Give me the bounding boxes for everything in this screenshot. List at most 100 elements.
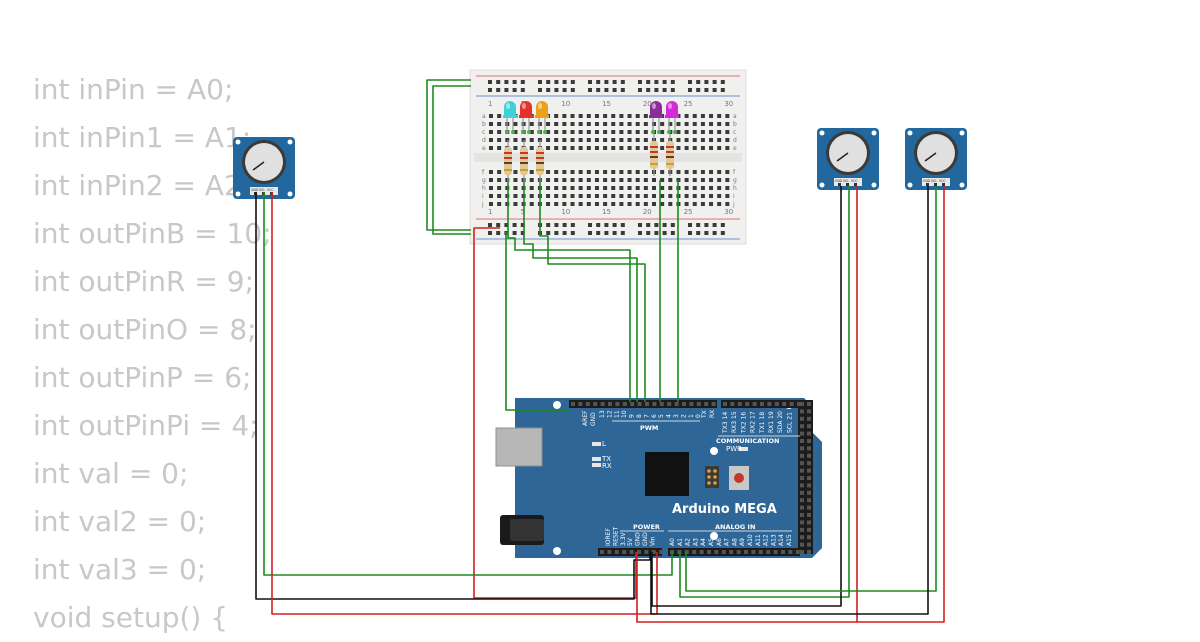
breadboard-hole[interactable] [717, 202, 722, 206]
rail-hole[interactable] [496, 88, 501, 92]
led[interactable] [535, 101, 549, 134]
breadboard-hole[interactable] [594, 202, 599, 206]
rail-hole[interactable] [688, 223, 692, 227]
breadboard-hole[interactable] [529, 186, 534, 190]
rail-hole[interactable] [712, 80, 717, 84]
breadboard-hole[interactable] [643, 114, 648, 118]
breadboard-hole[interactable] [709, 114, 714, 118]
breadboard-hole[interactable] [570, 202, 575, 206]
rail-hole[interactable] [554, 80, 559, 84]
breadboard-hole[interactable] [684, 194, 689, 198]
breadboard-hole[interactable] [725, 194, 730, 198]
breadboard-hole[interactable] [717, 122, 722, 126]
breadboard-hole[interactable] [717, 194, 722, 198]
rail-hole[interactable] [638, 88, 642, 92]
breadboard-hole[interactable] [586, 122, 591, 126]
breadboard-hole[interactable] [652, 194, 656, 198]
breadboard-hole[interactable] [684, 114, 689, 118]
rail-hole[interactable] [688, 80, 692, 84]
breadboard-hole[interactable] [603, 122, 608, 126]
rail-hole[interactable] [720, 88, 725, 92]
breadboard-hole[interactable] [635, 194, 640, 198]
breadboard-hole[interactable] [676, 146, 681, 150]
breadboard-hole[interactable] [562, 122, 567, 126]
rail-hole[interactable] [570, 223, 575, 227]
rail-hole[interactable] [596, 80, 601, 84]
breadboard-hole[interactable] [652, 122, 656, 126]
breadboard-hole[interactable] [562, 138, 567, 142]
breadboard-hole[interactable] [635, 178, 640, 182]
breadboard-hole[interactable] [635, 138, 640, 142]
breadboard-hole[interactable] [700, 170, 705, 174]
breadboard-hole[interactable] [513, 130, 518, 134]
breadboard-hole[interactable] [586, 138, 591, 142]
rail-hole[interactable] [596, 88, 601, 92]
breadboard-hole[interactable] [570, 146, 575, 150]
breadboard-hole[interactable] [692, 130, 697, 134]
breadboard-hole[interactable] [611, 138, 616, 142]
breadboard-hole[interactable] [676, 170, 681, 174]
breadboard-hole[interactable] [489, 186, 493, 190]
breadboard-hole[interactable] [668, 178, 673, 182]
breadboard-hole[interactable] [684, 202, 689, 206]
breadboard-hole[interactable] [505, 178, 510, 182]
breadboard-hole[interactable] [546, 122, 551, 126]
breadboard-hole[interactable] [643, 194, 648, 198]
rail-hole[interactable] [654, 231, 659, 235]
rail-hole[interactable] [538, 80, 542, 84]
breadboard-hole[interactable] [578, 114, 583, 118]
breadboard-hole[interactable] [497, 138, 502, 142]
breadboard-hole[interactable] [562, 130, 567, 134]
rail-hole[interactable] [654, 223, 659, 227]
breadboard-hole[interactable] [717, 138, 722, 142]
rail-hole[interactable] [504, 88, 509, 92]
breadboard-hole[interactable] [684, 146, 689, 150]
breadboard-hole[interactable] [513, 146, 518, 150]
rail-hole[interactable] [504, 223, 509, 227]
breadboard-hole[interactable] [660, 138, 665, 142]
breadboard-hole[interactable] [611, 114, 616, 118]
breadboard-hole[interactable] [627, 170, 632, 174]
rail-hole[interactable] [646, 88, 651, 92]
breadboard-hole[interactable] [700, 130, 705, 134]
breadboard-hole[interactable] [603, 138, 608, 142]
breadboard-hole[interactable] [700, 202, 705, 206]
breadboard-hole[interactable] [529, 170, 534, 174]
breadboard-hole[interactable] [717, 146, 722, 150]
breadboard-hole[interactable] [660, 194, 665, 198]
breadboard-hole[interactable] [725, 170, 730, 174]
breadboard-hole[interactable] [529, 130, 534, 134]
rail-hole[interactable] [704, 80, 709, 84]
breadboard-hole[interactable] [619, 114, 624, 118]
rail-hole[interactable] [712, 88, 717, 92]
breadboard-hole[interactable] [627, 194, 632, 198]
breadboard-hole[interactable] [611, 202, 616, 206]
breadboard-hole[interactable] [635, 170, 640, 174]
breadboard-hole[interactable] [497, 130, 502, 134]
rail-hole[interactable] [562, 88, 567, 92]
rail-hole[interactable] [662, 223, 667, 227]
breadboard-hole[interactable] [570, 186, 575, 190]
rail-hole[interactable] [554, 231, 559, 235]
rail-hole[interactable] [570, 88, 575, 92]
breadboard-hole[interactable] [529, 122, 534, 126]
breadboard-hole[interactable] [627, 122, 632, 126]
breadboard-hole[interactable] [489, 114, 493, 118]
breadboard-hole[interactable] [725, 114, 730, 118]
breadboard-hole[interactable] [692, 202, 697, 206]
breadboard-hole[interactable] [513, 170, 518, 174]
breadboard-hole[interactable] [652, 186, 656, 190]
rail-hole[interactable] [604, 231, 609, 235]
breadboard-hole[interactable] [635, 130, 640, 134]
rail-hole[interactable] [620, 231, 625, 235]
breadboard-hole[interactable] [578, 130, 583, 134]
rail-hole[interactable] [546, 231, 551, 235]
breadboard-hole[interactable] [643, 170, 648, 174]
breadboard-hole[interactable] [529, 178, 534, 182]
breadboard-hole[interactable] [562, 146, 567, 150]
led[interactable] [665, 101, 679, 134]
breadboard-hole[interactable] [570, 170, 575, 174]
breadboard-hole[interactable] [570, 114, 575, 118]
breadboard-hole[interactable] [660, 146, 665, 150]
